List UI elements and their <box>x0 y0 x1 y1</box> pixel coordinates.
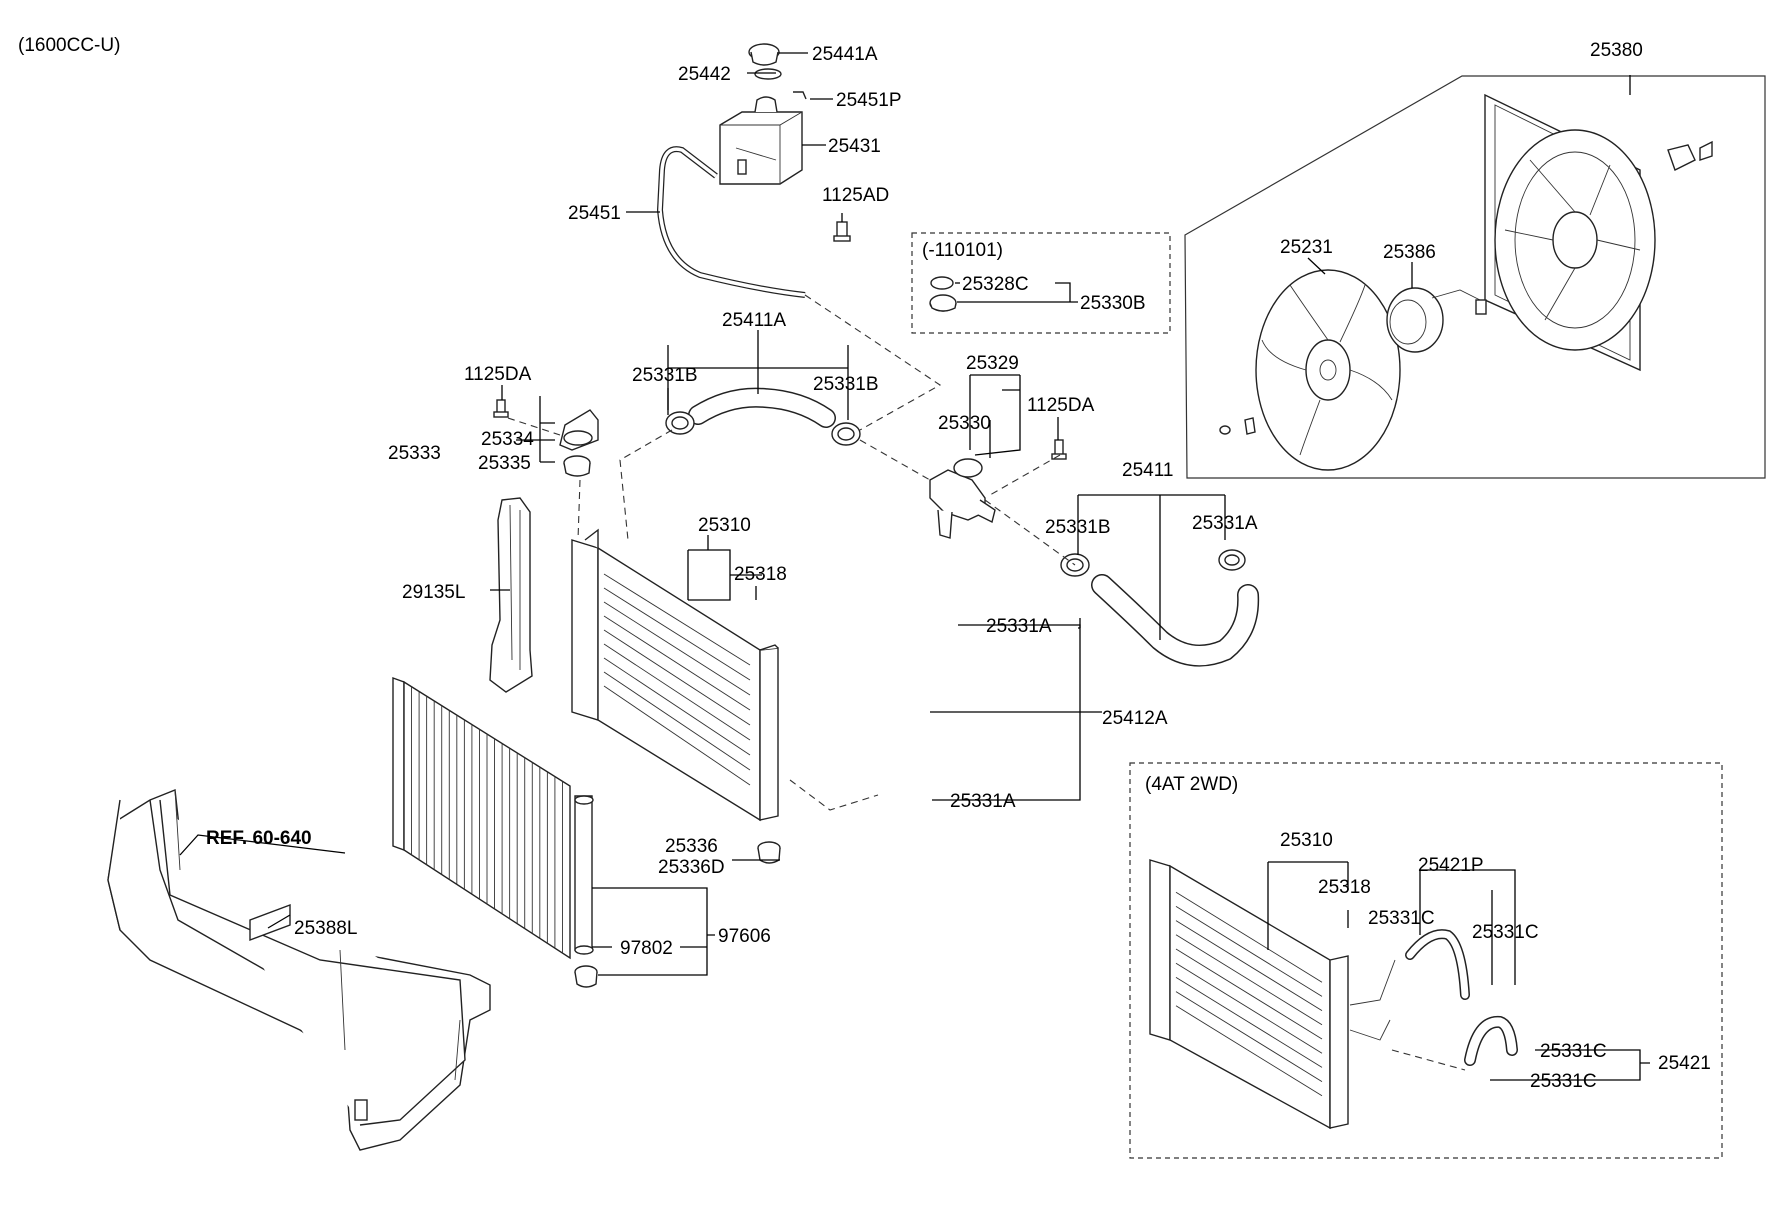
engine-label: (1600CC-U) <box>18 35 120 56</box>
label-25334[interactable]: 25334 <box>481 429 534 450</box>
label-25318-4at[interactable]: 25318 <box>1318 877 1371 898</box>
water-outlet-25329-drawing <box>929 458 996 539</box>
label-25331a-upper[interactable]: 25331A <box>986 616 1052 637</box>
label-25441a[interactable]: 25441A <box>812 44 878 65</box>
label-25421p[interactable]: 25421P <box>1418 855 1484 876</box>
leader-lines <box>179 52 1650 1081</box>
part-labels: (1600CC-U) 25441A 25442 25451P 25431 254… <box>18 35 1711 1092</box>
label-25412a[interactable]: 25412A <box>1102 708 1168 729</box>
label-25388l[interactable]: 25388L <box>294 918 357 939</box>
label-25331b-lower[interactable]: 25331B <box>1045 517 1111 538</box>
condenser-97606-drawing <box>392 677 594 960</box>
bolt-1125ad-drawing <box>833 221 851 242</box>
fan-motor-25386-drawing <box>1386 287 1487 353</box>
label-25421[interactable]: 25421 <box>1658 1053 1711 1074</box>
label-1125da-outlet[interactable]: 1125DA <box>1027 395 1095 416</box>
fin-line <box>1175 891 1323 983</box>
fin-line <box>603 587 751 681</box>
label-25310-4at[interactable]: 25310 <box>1280 830 1333 851</box>
fan-assembly-group-box <box>1184 75 1766 479</box>
reservoir-tank-drawing <box>719 91 807 185</box>
label-25331c-bottom[interactable]: 25331C <box>1530 1071 1597 1092</box>
label-25411[interactable]: 25411 <box>1122 460 1173 481</box>
fin-line <box>1175 977 1323 1068</box>
fin-line <box>603 629 751 726</box>
label-25231[interactable]: 25231 <box>1280 237 1333 258</box>
fin-line <box>1175 934 1323 1026</box>
label-25330[interactable]: 25330 <box>938 413 991 434</box>
label-25386[interactable]: 25386 <box>1383 242 1436 263</box>
fin-line <box>603 685 751 786</box>
receiver-cap-97802-drawing <box>574 965 598 988</box>
rubber-25335-drawing <box>563 455 591 477</box>
label-25411a[interactable]: 25411A <box>722 310 786 331</box>
clamp-25331b-right-drawing <box>831 422 861 446</box>
bolt-1125da-housing-drawing <box>493 399 509 418</box>
cap-25328c-drawing <box>929 276 957 312</box>
radiator-fins-pattern <box>603 573 751 786</box>
label-25380[interactable]: 25380 <box>1590 40 1643 61</box>
condenser-fins-pattern <box>411 686 563 954</box>
fan-shroud-25380-drawing <box>1484 93 1713 372</box>
label-25336d[interactable]: 25336D <box>658 857 725 878</box>
fin-line <box>1175 948 1323 1040</box>
fin-line <box>603 601 751 696</box>
label-variant-110101: (-110101) <box>922 240 1003 261</box>
label-25331a-lower-right[interactable]: 25331A <box>1192 513 1258 534</box>
label-25442[interactable]: 25442 <box>678 64 731 85</box>
label-25336[interactable]: 25336 <box>665 836 718 857</box>
label-25451[interactable]: 25451 <box>568 203 621 224</box>
label-25451p[interactable]: 25451P <box>836 90 902 111</box>
label-29135l[interactable]: 29135L <box>402 582 465 603</box>
fin-line <box>603 657 751 756</box>
radiator-25310-drawing <box>571 528 779 822</box>
fin-line <box>603 573 751 666</box>
fin-line <box>1175 962 1323 1054</box>
label-25331b-right[interactable]: 25331B <box>813 374 879 395</box>
label-97802[interactable]: 97802 <box>620 938 673 959</box>
fin-line <box>1175 906 1323 997</box>
label-1125da-housing[interactable]: 1125DA <box>464 364 532 385</box>
variant-110101-box <box>911 232 1171 334</box>
label-25333[interactable]: 25333 <box>388 443 441 464</box>
radiator-4at-2wd-drawing <box>1149 859 1349 1130</box>
label-25331b-left[interactable]: 25331B <box>632 365 698 386</box>
front-end-module-carrier-drawing <box>107 789 491 1151</box>
drain-plug-25336-drawing <box>757 841 781 864</box>
label-25328c[interactable]: 25328C <box>962 274 1029 295</box>
label-25330b[interactable]: 25330B <box>1080 293 1146 314</box>
fin-line <box>1175 991 1323 1082</box>
fin-line <box>603 615 751 711</box>
dashed-connection-lines <box>507 294 1466 1071</box>
reservoir-cap-drawing <box>748 43 782 80</box>
fin-line <box>603 671 751 771</box>
clamp-25331b-left-drawing <box>665 411 695 435</box>
label-97606[interactable]: 97606 <box>718 926 771 947</box>
label-25331c-right[interactable]: 25331C <box>1472 922 1539 943</box>
variant-4at-2wd-box <box>1129 762 1723 1159</box>
housing-25334-drawing <box>559 409 599 451</box>
fan-blade-25231-drawing <box>1219 269 1401 471</box>
label-25331a-bottom[interactable]: 25331A <box>950 791 1016 812</box>
clamp-25331a-lower-drawing <box>1218 549 1246 571</box>
label-25318[interactable]: 25318 <box>734 564 787 585</box>
label-25331c-left[interactable]: 25331C <box>1368 908 1435 929</box>
label-25335[interactable]: 25335 <box>478 453 531 474</box>
label-variant-4at-2wd: (4AT 2WD) <box>1145 774 1238 795</box>
radiator-4at-fins-pattern <box>1175 891 1323 1097</box>
fin-line <box>1175 920 1323 1011</box>
label-25331c-mid[interactable]: 25331C <box>1540 1041 1607 1062</box>
label-1125ad[interactable]: 1125AD <box>822 185 889 206</box>
ref-label[interactable]: REF. 60-640 <box>206 828 312 849</box>
label-25431[interactable]: 25431 <box>828 136 881 157</box>
label-25329[interactable]: 25329 <box>966 353 1019 374</box>
fin-line <box>1175 1005 1323 1097</box>
label-25310[interactable]: 25310 <box>698 515 751 536</box>
fin-line <box>603 643 751 741</box>
